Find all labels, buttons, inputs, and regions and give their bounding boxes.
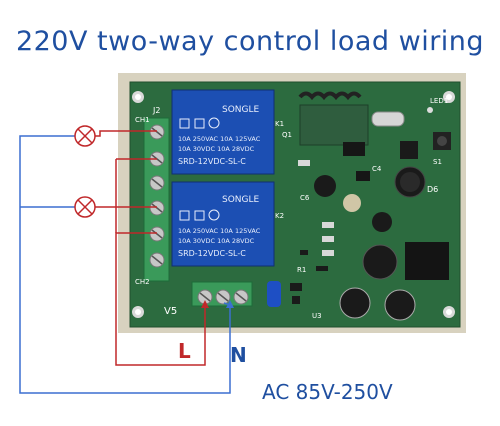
silk-k1: K1 xyxy=(275,120,284,128)
silk-u3: U3 xyxy=(312,312,322,320)
screw-slot xyxy=(217,292,229,302)
supply-voltage-label: AC 85V-250V xyxy=(262,380,393,404)
jumper-header xyxy=(400,141,418,159)
screw-slot xyxy=(199,292,211,302)
capacitor xyxy=(314,175,336,197)
silk-r1: R1 xyxy=(297,266,306,274)
live-label: L xyxy=(178,339,191,363)
screw-slot xyxy=(151,229,163,239)
relay-k1-model: SRD-12VDC-SL-C xyxy=(178,157,246,166)
smd-component xyxy=(298,160,310,166)
rf-module xyxy=(299,104,369,146)
lamp-2 xyxy=(74,196,96,218)
screw-slot xyxy=(151,127,163,137)
silk-q1: Q1 xyxy=(282,131,292,139)
silk-ch1: CH1 xyxy=(135,116,150,124)
relay-k2-model: SRD-12VDC-SL-C xyxy=(178,249,246,258)
smd-component xyxy=(292,296,300,304)
capacitor xyxy=(343,194,361,212)
silk-d6: D6 xyxy=(427,185,438,194)
capacitor xyxy=(372,212,392,232)
push-button-s1-cap xyxy=(437,136,447,146)
relay-k1-rating-2: 10A 30VDC 10A 28VDC xyxy=(178,145,255,153)
silk-v5: V5 xyxy=(164,306,177,317)
ic-chip xyxy=(343,142,365,156)
silk-c4: C4 xyxy=(372,165,382,173)
ic-chip-small xyxy=(356,171,370,181)
silk-s1: S1 xyxy=(433,158,442,166)
cert-mark xyxy=(208,117,220,129)
relay-k1 xyxy=(171,89,275,175)
silk-j2: J2 xyxy=(152,106,160,115)
relay-k1-rating-1: 10A 250VAC 10A 125VAC xyxy=(178,135,261,143)
cert-mark xyxy=(179,118,190,129)
smd-component xyxy=(322,250,334,256)
relay-k2-brand: SONGLE xyxy=(222,195,260,205)
silk-ch2: CH2 xyxy=(135,278,150,286)
cert-mark xyxy=(179,210,190,221)
cert-mark xyxy=(208,209,220,221)
arrow-up-icon xyxy=(201,300,209,308)
ic-chip-regulator xyxy=(405,242,449,280)
live-wiring xyxy=(94,130,206,366)
silk-c6: C6 xyxy=(300,194,310,202)
smd-component xyxy=(322,222,334,228)
silk-led1: LED1 xyxy=(430,97,448,105)
arrow-up-icon xyxy=(226,300,234,308)
neutral-label: N xyxy=(230,343,247,367)
crystal xyxy=(371,111,405,127)
antenna-coil xyxy=(298,91,362,101)
screw-slot xyxy=(151,178,163,188)
screw-slot xyxy=(151,255,163,265)
smd-component xyxy=(322,236,334,242)
lamp-1-wire xyxy=(94,130,157,137)
mount-hole xyxy=(135,309,141,315)
smd-component xyxy=(290,283,302,291)
relay-k2-rating-2: 10A 30VDC 10A 28VDC xyxy=(178,237,255,245)
capacitor-large xyxy=(384,289,416,321)
cert-mark xyxy=(194,210,205,221)
relay-k2-rating-1: 10A 250VAC 10A 125VAC xyxy=(178,227,261,235)
capacitor xyxy=(400,172,420,192)
mount-hole xyxy=(446,309,452,315)
page-title: 220V two-way control load wiring xyxy=(15,26,485,57)
silk-k2: K2 xyxy=(275,212,284,220)
lamp-1 xyxy=(74,125,96,147)
neutral-wire-outer xyxy=(19,135,231,394)
relay-k2 xyxy=(171,181,275,267)
inductor-blue xyxy=(267,281,281,307)
relay-k1-brand: SONGLE xyxy=(222,105,260,115)
capacitor-large xyxy=(339,287,371,319)
smd-component xyxy=(316,266,328,271)
mount-hole xyxy=(446,94,452,100)
screw-slot xyxy=(151,203,163,213)
cert-mark xyxy=(194,118,205,129)
smd-component xyxy=(300,250,308,255)
mount-hole xyxy=(135,94,141,100)
live-wire-main xyxy=(115,232,206,366)
led-1 xyxy=(427,107,433,113)
capacitor-large xyxy=(362,244,398,280)
screw-slot xyxy=(235,292,247,302)
